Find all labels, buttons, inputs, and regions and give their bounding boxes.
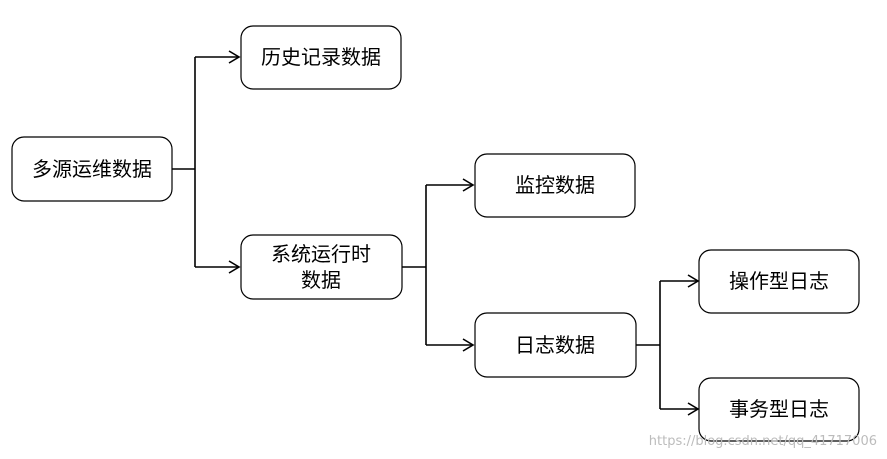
node-log-box	[474, 312, 637, 378]
node-root-box	[11, 136, 173, 202]
node-op-log-label: 操作型日志	[729, 269, 829, 293]
node-monitor-box	[474, 153, 636, 218]
node-root-label: 多源运维数据	[32, 157, 152, 181]
node-op-log-box	[698, 249, 860, 314]
node-runtime: 系统运行时 数据	[240, 234, 403, 300]
node-history-label: 历史记录数据	[261, 45, 381, 69]
node-runtime-label-line2: 数据	[301, 268, 341, 292]
node-log-label: 日志数据	[515, 333, 595, 357]
node-tx-log: 事务型日志	[698, 377, 860, 442]
node-monitor-label: 监控数据	[515, 173, 595, 197]
node-history-box	[240, 25, 402, 90]
node-tx-log-label: 事务型日志	[729, 397, 829, 421]
watermark: https://blog.csdn.net/qq_41717006	[648, 434, 877, 449]
connector-root	[172, 50, 241, 274]
node-runtime-label-line1: 系统运行时	[271, 242, 371, 266]
node-tx-log-box	[698, 377, 860, 442]
connector-log	[636, 274, 700, 416]
node-op-log: 操作型日志	[698, 249, 860, 314]
connector-runtime	[402, 178, 475, 352]
node-history: 历史记录数据	[240, 25, 402, 90]
node-root: 多源运维数据	[11, 136, 173, 202]
node-log: 日志数据	[474, 312, 637, 378]
node-monitor: 监控数据	[474, 153, 636, 218]
node-runtime-box	[240, 234, 403, 300]
